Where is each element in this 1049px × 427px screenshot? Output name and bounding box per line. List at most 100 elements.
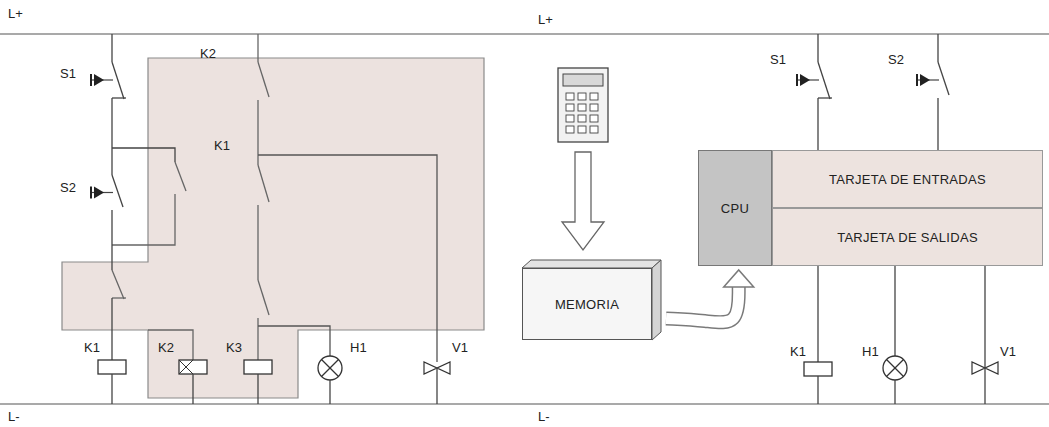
wire (796, 74, 798, 86)
component-label: L- (538, 409, 550, 424)
console-key (590, 93, 598, 100)
wire (112, 97, 126, 98)
console-key (566, 104, 574, 111)
component-label: L- (8, 409, 20, 424)
connectors (666, 270, 754, 322)
memory-box-side (652, 260, 661, 340)
lamp-symbol (883, 356, 907, 380)
component-label: H1 (350, 340, 367, 355)
component-label: S1 (770, 52, 786, 67)
wire (111, 374, 112, 404)
console-key (590, 115, 598, 122)
cpu-box: CPU (698, 150, 772, 266)
wire (817, 376, 818, 404)
component-label: K1 (790, 344, 806, 359)
no-contact (938, 62, 949, 95)
wire (937, 34, 938, 62)
wire (257, 34, 258, 62)
relay-coil (804, 362, 832, 376)
no-contact (112, 175, 123, 207)
wire (817, 34, 818, 62)
console-key (578, 115, 586, 122)
component-label: S2 (60, 180, 76, 195)
component-label: K2 (158, 340, 174, 355)
wire (329, 380, 330, 404)
no-contact (258, 62, 269, 97)
wire (111, 298, 112, 360)
box-label: MEMORIA (555, 297, 619, 312)
wire (916, 74, 918, 86)
wire (322, 360, 339, 377)
component-label: S1 (60, 66, 76, 81)
arrow-head (724, 270, 754, 287)
wire (258, 326, 330, 356)
wire (817, 98, 818, 150)
wire (894, 380, 895, 404)
console-key (566, 115, 574, 122)
wire (111, 34, 112, 62)
component-label: K1 (214, 138, 230, 153)
component-label: V1 (452, 340, 468, 355)
console-key (566, 126, 574, 133)
console-key (578, 126, 586, 133)
programming-console (558, 68, 608, 142)
wire (148, 330, 193, 360)
pushbutton-symbol (800, 74, 810, 86)
output-card: TARJETA DE SALIDAS (772, 208, 1043, 266)
console-key (590, 104, 598, 111)
wire (192, 374, 193, 404)
relay-coil (244, 360, 272, 374)
wire (179, 360, 193, 374)
wire (0, 33, 1049, 34)
console-key (578, 104, 586, 111)
component-label: K1 (84, 340, 100, 355)
arrow-body-outline (666, 286, 739, 322)
schematic (0, 34, 1049, 404)
console-key (590, 126, 598, 133)
component-label: V1 (1000, 344, 1016, 359)
memory-box-top (522, 260, 661, 268)
wire (112, 194, 175, 245)
component-label: L+ (8, 6, 23, 21)
wire (436, 368, 437, 404)
arrow-body (666, 286, 739, 322)
relay-coil (179, 360, 207, 374)
pushbutton-symbol (94, 74, 104, 86)
console-key (566, 93, 574, 100)
nc-contact (818, 62, 830, 99)
input-card: TARJETA DE ENTRADAS (772, 150, 1043, 208)
component-label: S2 (888, 52, 904, 67)
wire (112, 148, 175, 162)
relay-coil (98, 360, 126, 374)
wire (984, 266, 985, 368)
no-contact (258, 165, 269, 202)
no-contact (175, 162, 186, 191)
wire (894, 266, 895, 356)
box-label: CPU (721, 201, 749, 216)
component-label: L+ (538, 12, 553, 27)
box-label: TARJETA DE ENTRADAS (829, 172, 986, 187)
console-display (563, 74, 603, 86)
component-label: K2 (200, 46, 216, 61)
wire (818, 97, 832, 98)
wire (817, 266, 818, 362)
component-label: H1 (862, 344, 879, 359)
component-label: K3 (226, 340, 242, 355)
lamp-symbol (318, 356, 342, 380)
wire (90, 74, 92, 86)
wire (887, 360, 904, 377)
wire (0, 403, 1049, 404)
wire (322, 360, 339, 377)
memory-box: MEMORIA (522, 268, 652, 340)
wire (887, 360, 904, 377)
wire (257, 318, 258, 360)
shaded-region (62, 58, 484, 398)
nc-contact (112, 270, 124, 299)
wire (111, 210, 112, 270)
wire (258, 155, 437, 362)
pushbutton-symbol (94, 187, 104, 199)
console-key (578, 93, 586, 100)
pushbutton-symbol (920, 74, 930, 86)
wire (90, 187, 92, 199)
